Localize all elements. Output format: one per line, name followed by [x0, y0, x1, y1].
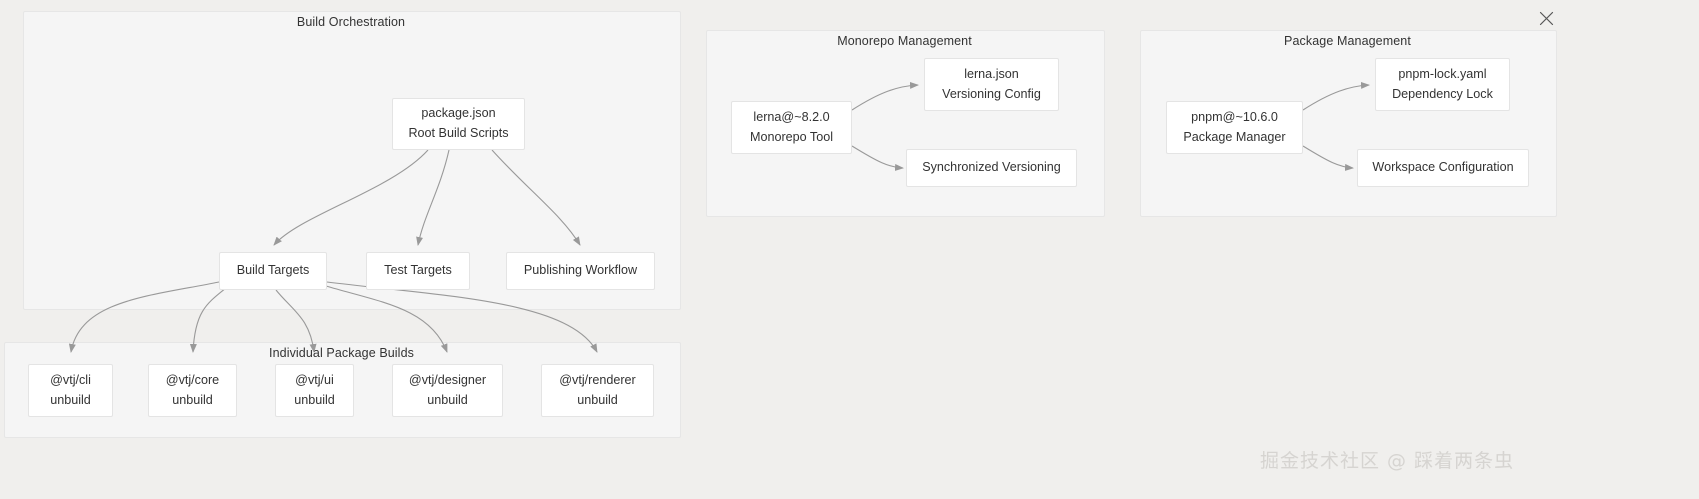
node-package-json-line2: Root Build Scripts: [408, 126, 509, 140]
watermark: 掘金技术社区 @ 踩着两条虫: [1260, 450, 1515, 472]
node-build-targets[interactable]: Build Targets: [219, 252, 327, 290]
cluster-title-individual-package-builds: Individual Package Builds: [269, 346, 414, 360]
node-build-targets-label: Build Targets: [236, 263, 310, 278]
node-workspace-configuration[interactable]: Workspace Configuration: [1357, 149, 1529, 187]
close-icon-glyph: [1539, 11, 1553, 25]
node-vtj-designer-line1: @vtj/designer: [408, 372, 487, 387]
node-package-json-line1: package.json: [421, 106, 496, 121]
node-package-json[interactable]: package.json Root Build Scripts: [392, 98, 525, 150]
node-vtj-renderer-line2: unbuild: [577, 392, 618, 407]
node-vtj-designer[interactable]: @vtj/designer unbuild: [392, 364, 503, 417]
cluster-title-monorepo-management: Monorepo Management: [837, 34, 972, 48]
node-pnpm-lock-line1: pnpm-lock.yaml: [1398, 66, 1487, 81]
node-pnpm-tool-line1: pnpm@~10.6.0: [1191, 109, 1278, 124]
node-test-targets[interactable]: Test Targets: [366, 252, 470, 290]
node-vtj-ui[interactable]: @vtj/ui unbuild: [275, 364, 354, 417]
node-vtj-core[interactable]: @vtj/core unbuild: [148, 364, 237, 417]
node-lerna-json-line2: Versioning Config: [942, 86, 1041, 101]
node-vtj-renderer[interactable]: @vtj/renderer unbuild: [541, 364, 654, 417]
node-workspace-configuration-label: Workspace Configuration: [1372, 160, 1514, 175]
node-vtj-cli[interactable]: @vtj/cli unbuild: [28, 364, 113, 417]
node-vtj-core-line2: unbuild: [172, 392, 213, 407]
node-publishing-workflow[interactable]: Publishing Workflow: [506, 252, 655, 290]
node-pnpm-tool-line2: Package Manager: [1183, 129, 1286, 144]
cluster-title-build-orchestration: Build Orchestration: [296, 15, 406, 29]
node-lerna-tool-line1: lerna@~8.2.0: [753, 109, 830, 124]
node-lerna-json-line1: lerna.json: [964, 66, 1019, 81]
node-lerna-tool-line2: Monorepo Tool: [749, 129, 834, 144]
node-test-targets-label: Test Targets: [384, 263, 452, 278]
node-lerna-tool[interactable]: lerna@~8.2.0 Monorepo Tool: [731, 101, 852, 154]
node-vtj-ui-line1: @vtj/ui: [295, 372, 334, 387]
node-vtj-renderer-line1: @vtj/renderer: [559, 372, 636, 387]
node-vtj-cli-line1: @vtj/cli: [50, 372, 91, 387]
close-icon[interactable]: [1535, 7, 1557, 29]
node-pnpm-tool[interactable]: pnpm@~10.6.0 Package Manager: [1166, 101, 1303, 154]
node-vtj-core-line1: @vtj/core: [165, 372, 220, 387]
node-synchronized-versioning[interactable]: Synchronized Versioning: [906, 149, 1077, 187]
node-publishing-workflow-label: Publishing Workflow: [523, 263, 638, 278]
node-synchronized-versioning-label: Synchronized Versioning: [922, 160, 1061, 175]
node-pnpm-lock[interactable]: pnpm-lock.yaml Dependency Lock: [1375, 58, 1510, 111]
cluster-title-package-management: Package Management: [1284, 34, 1411, 48]
node-vtj-cli-line2: unbuild: [50, 392, 91, 407]
node-lerna-json[interactable]: lerna.json Versioning Config: [924, 58, 1059, 111]
node-vtj-ui-line2: unbuild: [294, 392, 335, 407]
node-pnpm-lock-line2: Dependency Lock: [1392, 86, 1493, 101]
node-vtj-designer-line2: unbuild: [427, 392, 468, 407]
